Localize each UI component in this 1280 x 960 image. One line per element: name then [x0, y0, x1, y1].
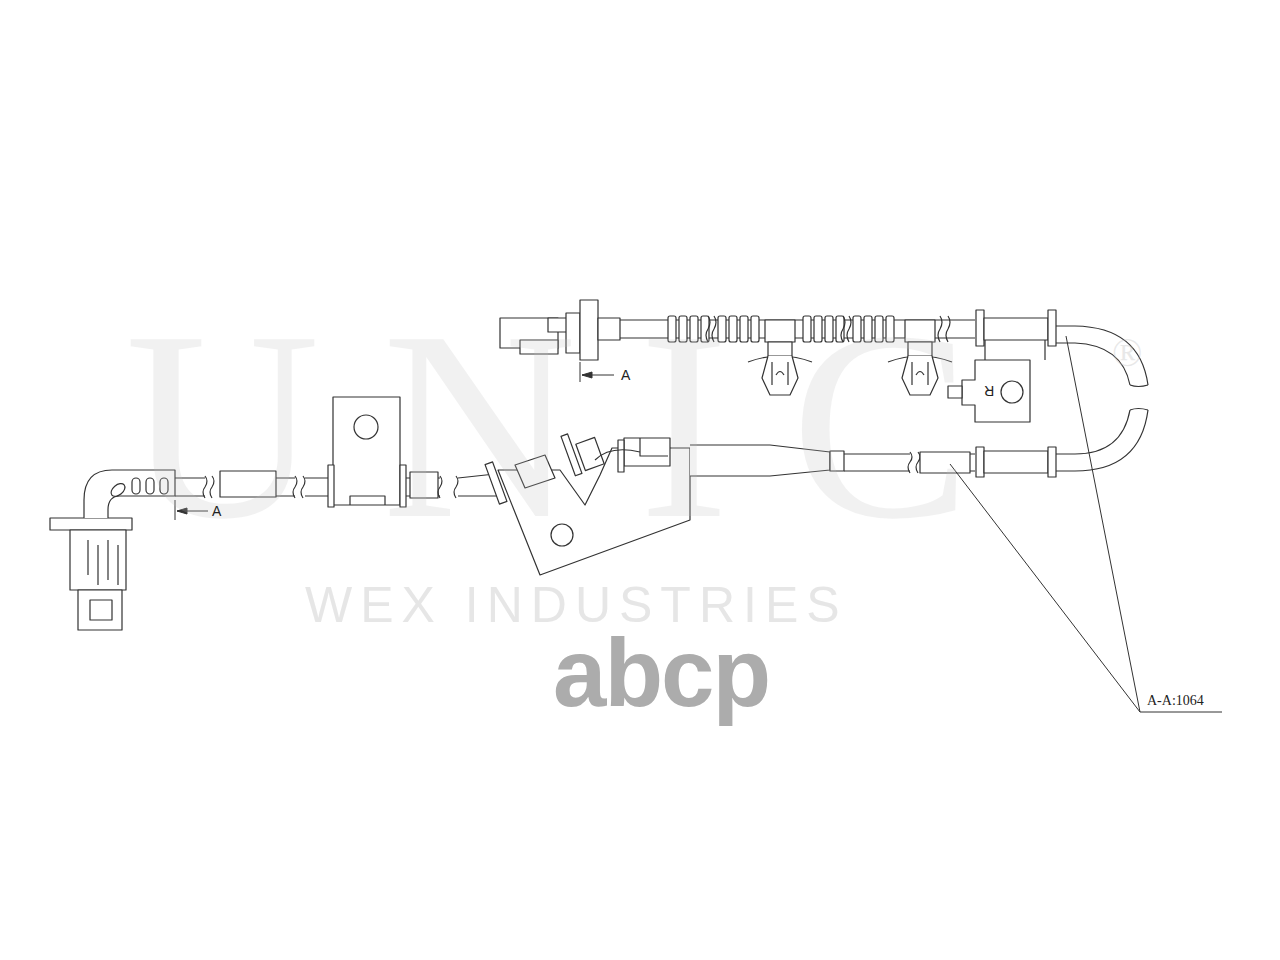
dimension-label: A-A:1064 — [1147, 694, 1204, 708]
side-mark: R — [984, 384, 994, 398]
section-label: A — [212, 504, 221, 518]
watermark: WEX INDUSTRIES — [305, 580, 848, 630]
connector-flange — [50, 518, 132, 530]
connector-pin — [90, 600, 112, 620]
watermark: UNIC — [125, 290, 1033, 560]
connector-body — [70, 530, 126, 590]
section-label: A — [621, 368, 630, 382]
connector-plug — [78, 590, 122, 630]
watermark: ® — [1112, 333, 1142, 373]
logo-text: abcp — [553, 625, 769, 721]
